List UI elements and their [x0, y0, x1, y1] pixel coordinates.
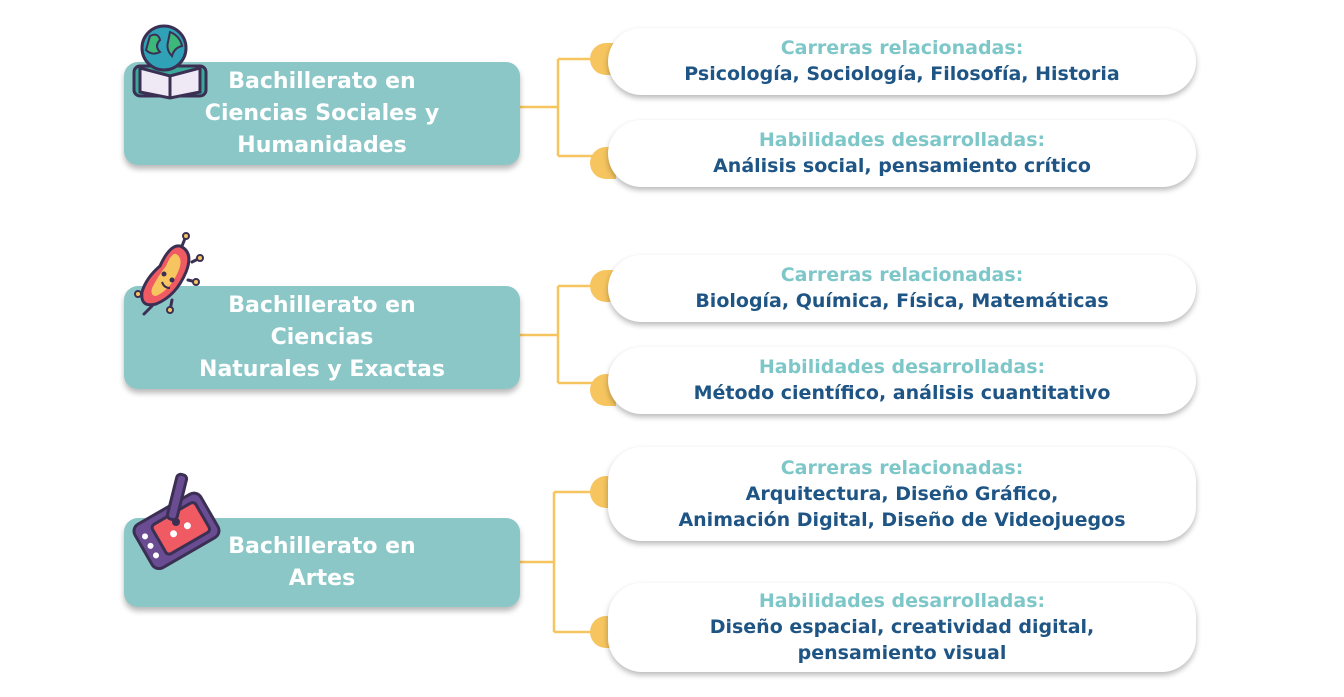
careers-card-track-2: Carreras relacionadas: Biología, Química…	[608, 255, 1196, 322]
track-title-line: Humanidades	[237, 132, 407, 158]
track-title-line: Naturales y Exactas	[199, 356, 445, 382]
skills-heading: Habilidades desarrolladas:	[758, 590, 1046, 612]
careers-text: Biología, Química, Física, Matemáticas	[695, 290, 1109, 312]
track-title-line: Bachillerato en	[228, 68, 416, 94]
track-title-line: Ciencias	[270, 324, 374, 350]
careers-card-track-1: Carreras relacionadas: Psicología, Socio…	[608, 28, 1196, 95]
connector-track-2	[520, 284, 608, 385]
careers-heading: Carreras relacionadas:	[780, 456, 1024, 479]
track-box-natural-sciences: Bachillerato en Ciencias Naturales y Exa…	[124, 286, 520, 389]
skills-text: pensamiento visual	[797, 642, 1007, 664]
bacteria-icon	[134, 232, 204, 316]
track-title-line: Bachillerato en	[228, 533, 416, 559]
connector-track-3	[520, 490, 608, 634]
careers-card-track-3: Carreras relacionadas: Arquitectura, Dis…	[608, 447, 1196, 541]
careers-text: Psicología, Sociología, Filosofía, Histo…	[684, 63, 1120, 85]
skills-text: Diseño espacial, creatividad digital,	[709, 616, 1095, 638]
careers-heading: Carreras relacionadas:	[780, 264, 1024, 286]
skills-heading: Habilidades desarrolladas:	[758, 356, 1046, 378]
skills-card-track-3: Habilidades desarrolladas: Diseño espaci…	[608, 583, 1196, 672]
skills-text: Método científico, análisis cuantitativo	[693, 382, 1111, 404]
skills-text: Análisis social, pensamiento crítico	[713, 155, 1091, 177]
drawing-tablet-icon	[132, 472, 221, 570]
track-title-line: Ciencias Sociales y	[204, 100, 440, 126]
skills-card-track-1: Habilidades desarrolladas: Análisis soci…	[608, 120, 1196, 187]
careers-heading: Carreras relacionadas:	[780, 37, 1024, 59]
connector-track-1	[520, 57, 608, 158]
skills-card-track-2: Habilidades desarrolladas: Método cientí…	[608, 347, 1196, 414]
globe-book-icon	[132, 24, 208, 100]
track-box-social-sciences: Bachillerato en Ciencias Sociales y Huma…	[124, 62, 520, 165]
track-title-line: Artes	[288, 565, 356, 591]
careers-text: Arquitectura, Diseño Gráfico,	[745, 482, 1059, 505]
track-title-line: Bachillerato en	[228, 292, 416, 318]
careers-text: Animación Digital, Diseño de Videojuegos	[678, 508, 1126, 531]
skills-heading: Habilidades desarrolladas:	[758, 129, 1046, 151]
